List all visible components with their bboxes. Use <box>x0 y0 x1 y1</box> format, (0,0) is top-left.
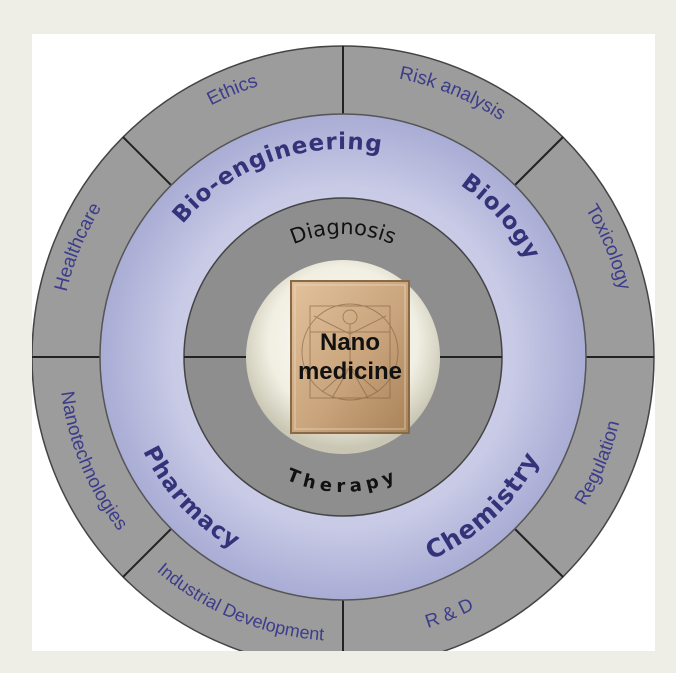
nanomedicine-wheel-diagram: Nano medicine Diagnosis Therapy Bio-engi… <box>32 45 655 651</box>
center-label-line-1: Nano <box>320 329 380 356</box>
outer-ring-dividers <box>32 46 654 651</box>
center-label-line-2: medicine <box>298 358 402 385</box>
figure-panel: Nano medicine Diagnosis Therapy Bio-engi… <box>32 34 655 651</box>
vitruvian-man-image <box>290 280 410 434</box>
